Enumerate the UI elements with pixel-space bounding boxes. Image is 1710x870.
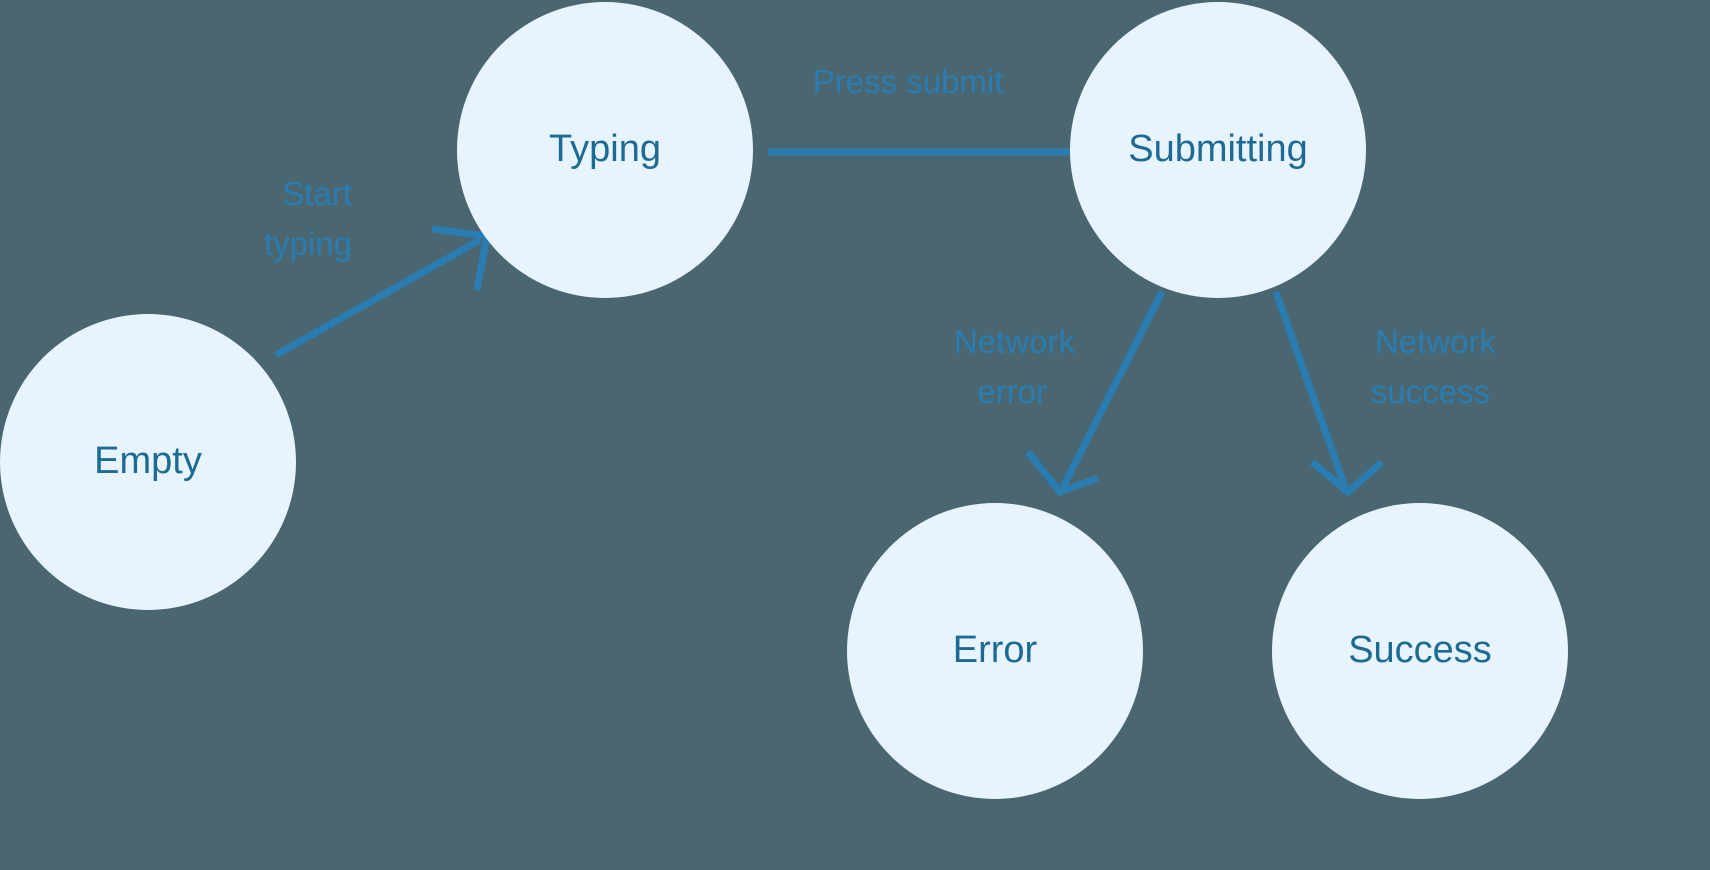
node-circle-typing bbox=[457, 2, 753, 298]
edge-label-empty-to-typing: Start typing bbox=[264, 175, 352, 262]
edge-line-submitting-to-success bbox=[1272, 290, 1349, 489]
node-label-submitting: Submitting bbox=[1128, 128, 1308, 170]
edge-submitting-to-success bbox=[1272, 290, 1385, 497]
edge-submitting-to-error bbox=[1025, 290, 1166, 497]
edge-label-typing-to-submitting: Press submit bbox=[813, 63, 1004, 100]
node-error[interactable]: Error bbox=[847, 503, 1143, 799]
node-circle-submitting bbox=[1070, 2, 1366, 298]
edge-label-line-start: Start bbox=[282, 175, 352, 212]
node-empty[interactable]: Empty bbox=[0, 314, 296, 610]
edge-label-line-typing: typing bbox=[264, 225, 352, 262]
edge-label-line-press-submit: Press submit bbox=[813, 63, 1004, 100]
edge-label-line-network-success-2: success bbox=[1371, 373, 1490, 410]
edge-arrowhead-submitting-to-success bbox=[1309, 459, 1385, 497]
edge-line-submitting-to-error bbox=[1059, 290, 1166, 489]
edge-label-line-network-error-1: Network bbox=[954, 323, 1076, 360]
node-circle-error bbox=[847, 503, 1143, 799]
edge-arrowhead-submitting-to-error bbox=[1025, 449, 1100, 497]
node-label-success: Success bbox=[1348, 629, 1492, 671]
node-label-typing: Typing bbox=[549, 128, 661, 170]
edge-label-submitting-to-error: Network error bbox=[954, 323, 1076, 410]
edge-line-empty-to-typing bbox=[274, 236, 482, 359]
node-label-error: Error bbox=[953, 629, 1038, 671]
node-submitting[interactable]: Submitting bbox=[1070, 2, 1366, 298]
node-circle-success bbox=[1272, 503, 1568, 799]
node-typing[interactable]: Typing bbox=[457, 2, 753, 298]
edge-label-submitting-to-success: Network success bbox=[1371, 323, 1497, 410]
edge-label-line-network-success-1: Network bbox=[1375, 323, 1497, 360]
node-circle-empty bbox=[0, 314, 296, 610]
edge-label-line-network-error-2: error bbox=[977, 373, 1047, 410]
node-label-empty: Empty bbox=[94, 440, 202, 482]
node-success[interactable]: Success bbox=[1272, 503, 1568, 799]
